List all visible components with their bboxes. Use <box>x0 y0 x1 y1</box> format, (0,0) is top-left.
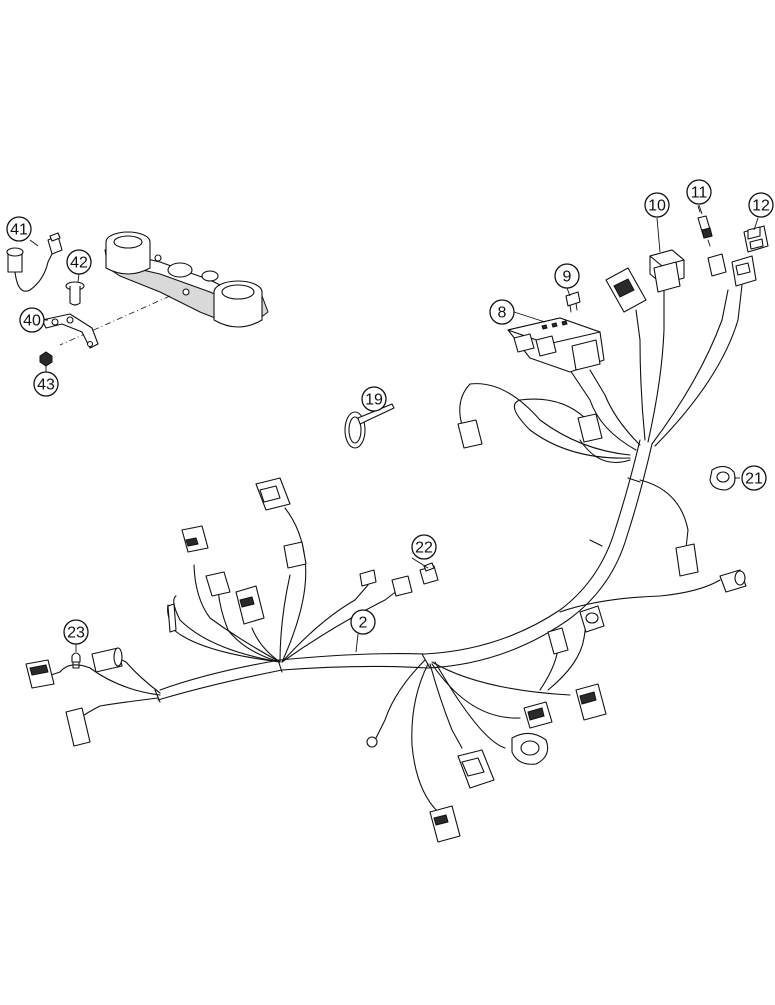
part-41-sensor-cable <box>6 232 63 292</box>
part-40-bracket <box>41 313 99 349</box>
harness-connectors <box>25 253 757 843</box>
callout-23: 23 <box>63 619 89 645</box>
part-23-bulb <box>71 652 81 669</box>
part-42-pin <box>65 281 85 306</box>
callout-21-label: 21 <box>745 471 763 488</box>
callout-11: 11 <box>686 179 712 205</box>
callout-8: 8 <box>489 299 515 325</box>
assembly-centerline <box>59 295 171 346</box>
main-wiring-harness <box>47 284 743 813</box>
callout-22: 22 <box>411 534 437 560</box>
callout-42-label: 42 <box>70 255 88 272</box>
callout-42: 42 <box>66 249 92 275</box>
callout-41-label: 41 <box>10 222 28 239</box>
part-8-fuse-box <box>507 317 605 373</box>
callout-43: 43 <box>33 371 59 397</box>
callout-40: 40 <box>19 307 45 333</box>
callout-2-label: 2 <box>359 615 368 632</box>
part-12-connector <box>743 225 769 253</box>
callout-9: 9 <box>554 263 580 289</box>
callout-11-label: 11 <box>691 185 708 202</box>
callout-41: 41 <box>6 216 32 242</box>
callout-12: 12 <box>748 192 774 218</box>
callout-22-label: 22 <box>415 540 433 557</box>
part-43-nut <box>39 351 53 367</box>
callout-9-label: 9 <box>563 269 572 286</box>
callout-40-label: 40 <box>23 313 41 330</box>
part-11-diode <box>697 205 713 247</box>
callout-2: 2 <box>350 609 376 635</box>
callout-21: 21 <box>741 465 767 491</box>
callout-10-label: 10 <box>648 198 666 215</box>
callout-8-label: 8 <box>498 305 507 322</box>
callout-23-label: 23 <box>67 625 85 642</box>
part-9-fuse <box>565 291 581 313</box>
triple-clamp-assembly <box>104 231 269 328</box>
part-19-cable-tie <box>344 403 395 449</box>
callout-19-label: 19 <box>365 392 383 409</box>
callout-10: 10 <box>644 192 670 218</box>
leader-lines <box>29 204 759 653</box>
callout-12-label: 12 <box>752 198 770 215</box>
part-22-connector <box>419 562 439 585</box>
callout-43-label: 43 <box>37 377 55 394</box>
part-21-cable-clip <box>709 465 736 491</box>
callout-19: 19 <box>361 386 387 412</box>
